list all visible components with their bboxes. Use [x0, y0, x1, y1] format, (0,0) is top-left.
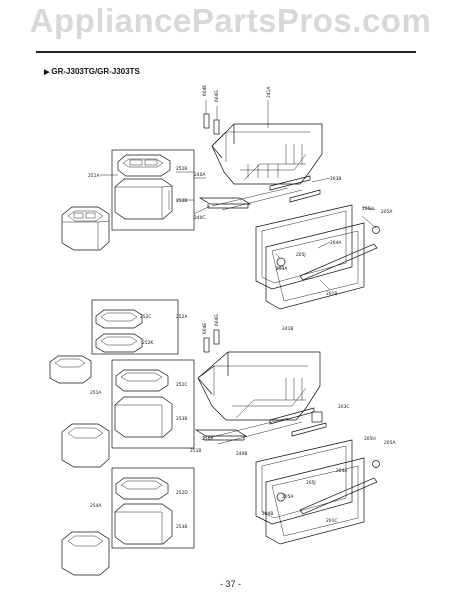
top-loose-container	[61, 206, 110, 251]
label-top-251a: 251A	[88, 173, 99, 179]
header-rule	[36, 51, 416, 53]
bottom-part-604e	[203, 337, 210, 353]
label-top-204a: 204A	[330, 240, 341, 246]
label-bottom-204b: 204B	[262, 511, 273, 517]
label-bottom-252d: 252D	[176, 490, 188, 496]
top-door	[255, 204, 380, 310]
bottom-door-clip-left	[276, 492, 286, 502]
label-bottom-203c: 203C	[338, 404, 349, 410]
watermark: AppliancePartsPros.com	[29, 2, 432, 39]
top-part-604e	[203, 113, 210, 129]
label-bottom-253b-a: 253B	[176, 416, 187, 422]
bottom-boxes	[114, 396, 173, 545]
label-top-604e: 604E	[202, 85, 208, 96]
bottom-loose-containers	[49, 355, 110, 576]
callout-labels: 604E 604G 241A 251A 252B 253B 240A 240C …	[88, 85, 395, 530]
label-top-253b: 253B	[176, 198, 187, 204]
bottom-small-trays	[95, 309, 169, 500]
bottom-tray-group-frame-3	[111, 467, 195, 549]
label-bottom-252a: 252A	[176, 314, 187, 320]
top-part-604g	[213, 119, 220, 135]
label-bottom-254a: 254A	[90, 503, 101, 509]
label-top-240a: 240A	[194, 172, 205, 178]
bottom-assembly	[49, 299, 380, 576]
label-top-205j: 205J	[296, 252, 306, 258]
label-bottom-201c: 201C	[326, 518, 337, 524]
top-door-clip-left	[276, 257, 286, 267]
model-title: ▶GR-J303TG/GR-J303TS	[44, 67, 140, 76]
bottom-crisper-bin	[197, 351, 321, 421]
bottom-door	[255, 439, 380, 545]
label-bottom-251b: 251B	[190, 448, 201, 454]
label-top-252b: 252B	[176, 166, 187, 172]
top-door-handle	[299, 243, 378, 281]
label-bottom-205j: 205J	[306, 480, 316, 486]
bottom-door-clip-right	[372, 460, 380, 468]
label-top-205a: 205A	[381, 209, 392, 215]
top-crisper-bin	[211, 123, 323, 185]
label-bottom-604e: 604E	[202, 323, 208, 334]
bottom-rail-bracket	[311, 411, 323, 423]
page-number: - 37 -	[219, 579, 241, 589]
label-bottom-240b: 240B	[236, 451, 247, 457]
label-bottom-205a-a: 205A	[384, 440, 395, 446]
triangle-bullet-icon: ▶	[44, 69, 50, 76]
bottom-part-604g	[213, 329, 220, 345]
label-top-201b: 201B	[326, 291, 337, 297]
label-bottom-250a: 250A	[202, 436, 213, 442]
label-bottom-205h: 205H	[364, 436, 376, 442]
label-top-241a: 241A	[266, 87, 272, 98]
model-title-text: GR-J303TG/GR-J303TS	[51, 67, 140, 76]
label-bottom-251a: 251A	[90, 390, 101, 396]
label-bottom-205a-b: 205A	[282, 494, 293, 500]
label-bottom-253b-b: 253B	[176, 524, 187, 530]
label-bottom-252c-b: 252C	[176, 382, 187, 388]
top-door-clip-right	[372, 226, 380, 234]
bottom-tray-group-frame-1	[91, 299, 179, 355]
label-bottom-252c-a: 252C	[140, 314, 151, 320]
bottom-tray-group-frame-2	[111, 359, 195, 449]
bottom-rails	[194, 407, 327, 445]
top-rails	[198, 175, 321, 211]
label-bottom-252k: 252K	[142, 340, 153, 346]
label-top-240c: 240C	[194, 215, 205, 221]
bottom-door-handle	[299, 477, 378, 515]
label-top-203b: 203B	[330, 176, 341, 182]
label-top-203a: 203A	[276, 266, 287, 272]
top-leader-lines	[100, 100, 377, 291]
top-assembly	[61, 100, 380, 310]
label-top-604g: 604G	[214, 90, 220, 102]
top-tray-group-frame	[111, 149, 195, 231]
label-bottom-241b: 241B	[282, 326, 293, 332]
label-bottom-204a: 204A	[336, 468, 347, 474]
top-box	[114, 178, 173, 220]
top-small-tray	[117, 154, 171, 177]
label-bottom-604g: 604G	[214, 314, 220, 326]
label-top-205h: 205H	[362, 206, 374, 212]
